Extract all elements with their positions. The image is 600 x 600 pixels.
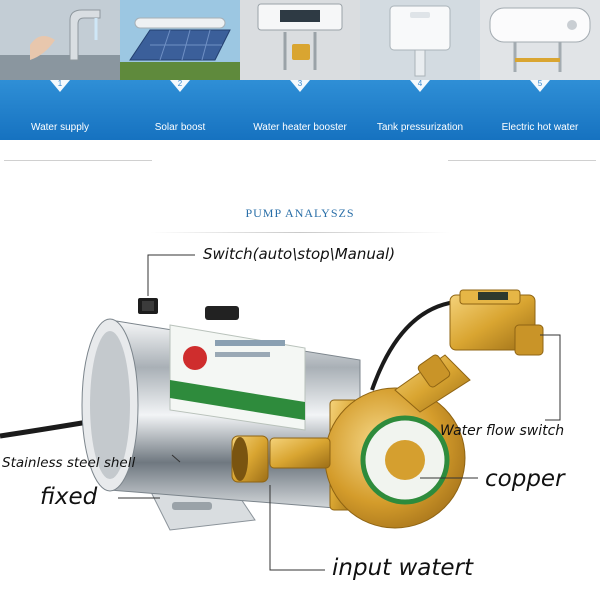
label-input-water: input watert [332,555,474,581]
divider-left [4,160,152,161]
application-label: Tank pressurization [376,122,464,133]
water-flow-switch-icon [449,289,544,356]
switch-icon [138,298,239,320]
application-panel-solar-boost: 2 Solar boost [120,0,240,140]
pointer-triangle-icon [50,80,70,92]
pointer-triangle-icon [530,80,550,92]
label-fixed: fixed [40,484,98,510]
applications-strip: 1 Water supply 2 Solar boost 3 Water hea… [0,0,600,140]
application-panel-water-supply: 1 Water supply [0,0,120,140]
flow-switch-cable [370,300,456,391]
application-label: Electric hot water [501,122,579,133]
brass-pump-head [231,354,471,529]
toilet-tank-photo-icon [360,0,480,80]
pointer-triangle-icon [290,80,310,92]
application-panel-water-heater-booster: 3 Water heater booster [240,0,360,140]
stainless-body [81,318,361,511]
label-switch: Switch(auto\stop\Manual) [203,245,396,263]
electric-heater-photo-icon [480,0,600,80]
application-panel-tank-pressurization: 4 Tank pressurization [360,0,480,140]
solar-panel-photo-icon [120,0,240,80]
label-copper: copper [485,466,565,492]
application-panel-electric-hot-water: 5 Electric hot water [480,0,600,140]
pump-analysis-title: PUMP ANALYSZS [245,206,355,220]
application-label: Water supply [31,122,89,133]
application-label: Solar boost [154,122,206,133]
application-number: 5 [537,79,543,88]
label-water-flow-switch: Water flow switch [440,423,565,439]
title-underline [150,232,450,233]
pump-illustration [0,254,561,571]
application-number: 4 [417,79,423,88]
application-number: 3 [297,79,303,88]
application-number: 1 [57,79,63,88]
pointer-triangle-icon [170,80,190,92]
pointer-triangle-icon [410,80,430,92]
divider-right [448,160,596,161]
faucet-photo-icon [0,0,120,80]
application-number: 2 [177,79,183,88]
application-label: Water heater booster [253,122,347,133]
label-stainless-steel-shell: Stainless steel shell [2,455,136,471]
water-heater-photo-icon [240,0,360,80]
